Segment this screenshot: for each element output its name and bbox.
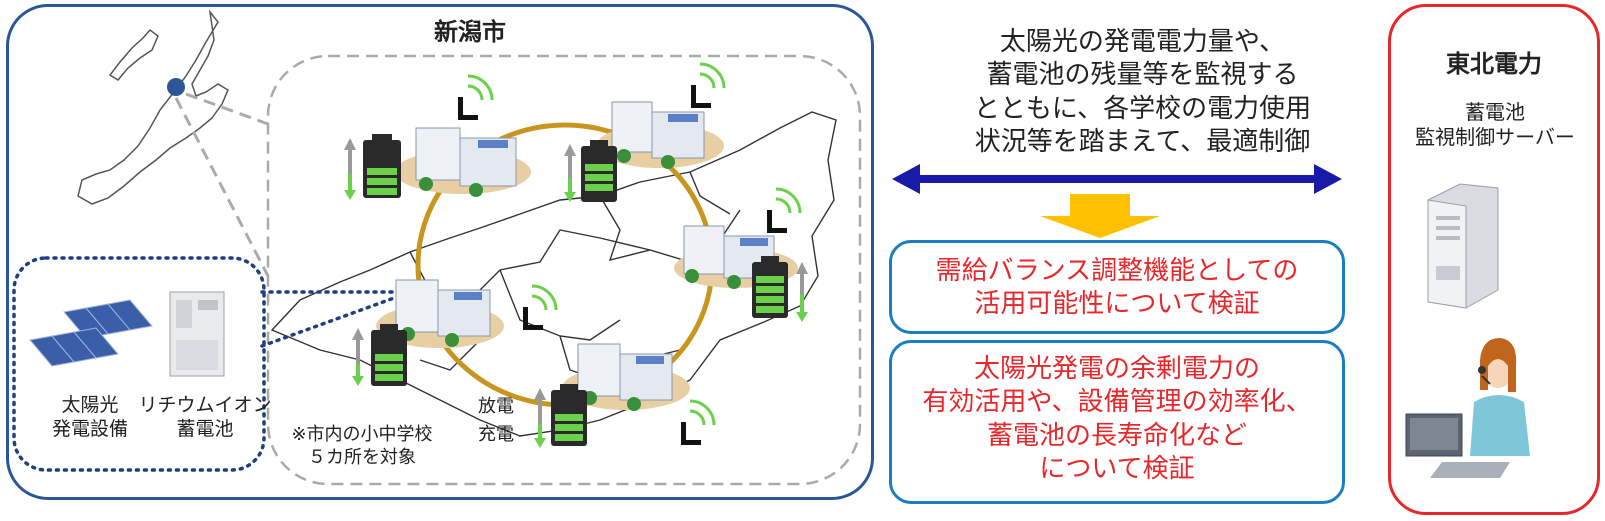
antenna-icon <box>767 187 802 233</box>
niigata-city-region <box>6 4 874 500</box>
antenna-icon <box>681 399 716 445</box>
solar-label-line-1: 太陽光 <box>61 394 119 416</box>
result-box-1-text: 需給バランス調整機能としての 活用可能性について検証 <box>892 255 1342 322</box>
battery-icon <box>534 384 587 448</box>
result-1-line-2: 活用可能性について検証 <box>974 289 1260 320</box>
result-box-1: 需給バランス調整機能としての 活用可能性について検証 <box>889 240 1345 334</box>
server-label: 蓄電池 監視制御サーバー <box>1390 100 1600 150</box>
battery-cabinet-label: リチウムイオン 蓄電池 <box>130 394 280 442</box>
solar-panel-icon <box>29 299 153 367</box>
tohoku-graphics <box>1405 183 1530 478</box>
server-label-line-2: 監視制御サーバー <box>1415 125 1575 149</box>
result-box-2: 太陽光発電の余剰電力の 有効活用や、設備管理の効率化、 蓄電池の長寿命化など に… <box>889 340 1345 504</box>
result-2-line-3: 蓄電池の長寿命化など <box>986 420 1247 451</box>
discharge-label: 放電 <box>478 396 514 417</box>
down-arrow-icon <box>1040 194 1160 238</box>
antenna-icon <box>523 284 558 330</box>
battery-icon <box>352 324 407 386</box>
server-icon <box>1427 183 1499 309</box>
battery-cabinet-icon <box>169 291 225 377</box>
operator-icon <box>1405 338 1530 478</box>
district-map <box>270 111 837 437</box>
monitor-line-3: とともに、各学校の電力使用 <box>973 93 1312 124</box>
server-label-line-1: 蓄電池 <box>1465 100 1525 124</box>
school-building-icon <box>596 101 724 169</box>
antenna-icon <box>691 62 726 108</box>
bidirectional-arrow-icon <box>892 164 1342 194</box>
result-1-line-1: 需給バランス調整機能としての <box>935 256 1299 286</box>
monitor-line-1: 太陽光の発電電力量や、 <box>999 27 1286 57</box>
solar-label: 太陽光 発電設備 <box>40 394 140 442</box>
niigata-title: 新潟市 <box>434 18 506 46</box>
battery-icon <box>564 140 617 202</box>
map-niigata-icon <box>77 9 229 205</box>
tohoku-electric-region <box>1388 4 1600 515</box>
school-building-icon <box>376 279 504 348</box>
battery-icon <box>752 256 808 322</box>
solar-label-line-2: 発電設備 <box>51 417 128 440</box>
school-building-icon <box>395 127 531 197</box>
charge-label: 充電 <box>478 424 514 445</box>
monitor-line-4: 状況等を踏まえて、最適制御 <box>974 126 1311 157</box>
school-building-icon <box>562 343 690 411</box>
target-note-line-1: ※市内の小中学校 <box>291 424 433 445</box>
niigata-diagram <box>12 9 862 486</box>
battery-label-line-1: リチウムイオン <box>138 394 272 416</box>
result-2-line-1: 太陽光発電の余剰電力の <box>973 354 1260 384</box>
battery-label-line-2: 蓄電池 <box>176 417 234 440</box>
result-box-2-text: 太陽光発電の余剰電力の 有効活用や、設備管理の効率化、 蓄電池の長寿命化など に… <box>892 353 1342 486</box>
target-note-line-2: ５カ所を対象 <box>308 446 416 468</box>
tohoku-title: 東北電力 <box>1446 50 1542 78</box>
battery-icon <box>344 134 401 200</box>
monitor-line-2: 蓄電池の残量等を監視する <box>986 60 1299 91</box>
monitoring-description: 太陽光の発電電力量や、 蓄電池の残量等を監視する とともに、各学校の電力使用 状… <box>915 26 1370 159</box>
center-arrows <box>892 164 1342 238</box>
result-2-line-4: について検証 <box>1039 453 1195 484</box>
result-2-line-2: 有効活用や、設備管理の効率化、 <box>922 387 1312 418</box>
target-note: ※市内の小中学校 ５カ所を対象 <box>282 424 442 469</box>
antenna-icon <box>458 74 494 120</box>
